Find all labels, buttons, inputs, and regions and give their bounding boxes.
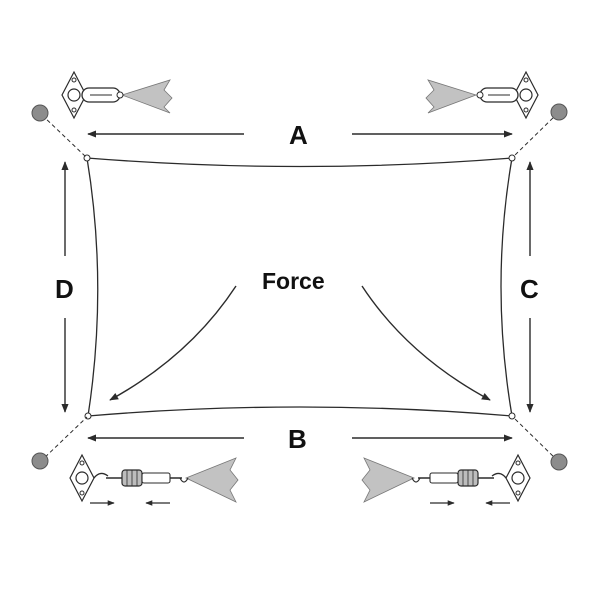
hardware-top-left xyxy=(61,70,173,120)
side-label-b: B xyxy=(288,424,307,454)
side-label-a: A xyxy=(289,120,308,150)
hardware-top-right xyxy=(425,70,539,120)
anchor-post-icon xyxy=(31,103,568,471)
side-label-d: D xyxy=(55,274,74,304)
force-arrow-right xyxy=(361,285,491,401)
turnbuckle-icon xyxy=(411,469,507,487)
tension-line-bottom-left xyxy=(39,416,88,463)
hardware-bottom-left xyxy=(69,453,239,506)
fabric-corner-icon xyxy=(425,79,478,114)
pad-eye-icon xyxy=(69,453,95,503)
corner-ring-top-left xyxy=(83,154,91,162)
fabric-corner-icon xyxy=(185,457,239,503)
fabric-corner-icon xyxy=(120,79,173,114)
hardware-bottom-right xyxy=(361,453,531,506)
turnbuckle-icon xyxy=(93,469,189,487)
carabiner-hook-icon xyxy=(476,87,519,103)
force-arrow-left xyxy=(109,285,237,401)
pad-eye-icon xyxy=(513,70,539,120)
tension-line-bottom-right xyxy=(512,416,559,462)
corner-ring-top-right xyxy=(508,154,516,162)
fabric-corner-icon xyxy=(361,457,415,503)
pad-eye-icon xyxy=(505,453,531,503)
force-label: Force xyxy=(262,268,325,294)
tension-line-top-left xyxy=(41,114,87,158)
tension-line-top-right xyxy=(512,112,559,158)
pad-eye-icon xyxy=(61,70,87,120)
carabiner-hook-icon xyxy=(81,87,124,103)
corner-ring-bottom-right xyxy=(508,412,516,420)
side-label-c: C xyxy=(520,274,539,304)
